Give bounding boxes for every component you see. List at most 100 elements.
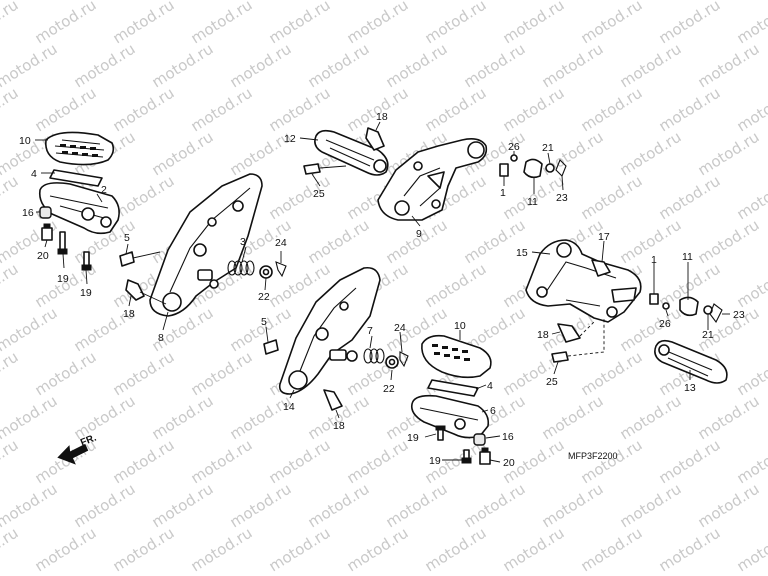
callout-18-right-lower: 18 [333, 420, 345, 432]
watermark-text: motod.ru [422, 260, 490, 312]
callout-23-top: 23 [556, 192, 568, 204]
watermark-text: motod.ru [0, 260, 21, 312]
watermark-text: motod.ru [383, 216, 451, 268]
watermark-text: motod.ru [383, 40, 451, 92]
callout-numbers: 10 4 2 16 20 19 19 5 3 24 22 18 8 12 18 … [19, 111, 745, 469]
footpeg-body-right [410, 394, 490, 439]
callout-5-right: 5 [261, 316, 267, 328]
watermark-text: motod.ru [500, 524, 568, 576]
watermark-text: motod.ru [617, 40, 685, 92]
passenger-footpeg-right [654, 339, 728, 384]
watermark-text: motod.ru [188, 0, 256, 47]
rubber-stop-left [39, 206, 52, 219]
watermark-text: motod.ru [0, 40, 60, 92]
step-holder-right [278, 266, 381, 395]
watermark-text: motod.ru [695, 40, 763, 92]
passenger-step-holder-assembly-right [525, 239, 728, 384]
watermark-text: motod.ru [0, 348, 21, 400]
watermark-text: motod.ru [539, 480, 607, 532]
watermark-text: motod.ru [344, 0, 412, 47]
spring-left [227, 260, 255, 276]
watermark-text: motod.ru [734, 436, 768, 488]
footpeg-plate-right [427, 379, 479, 397]
callout-21-top: 21 [542, 142, 554, 154]
watermark-text: motod.ru [500, 84, 568, 136]
callout-5-left: 5 [124, 232, 130, 244]
watermark-text: motod.ru [695, 392, 763, 444]
passenger-bracket-right [525, 239, 642, 323]
callout-20-right: 20 [503, 457, 515, 469]
left-step-holder-assembly [119, 173, 287, 317]
callout-26-right: 26 [659, 318, 671, 330]
watermark-text: motod.ru [695, 480, 763, 532]
callout-24-left: 24 [275, 237, 287, 249]
watermark-text: motod.ru [578, 436, 646, 488]
watermark-text: motod.ru [734, 348, 768, 400]
spring-right [363, 348, 385, 364]
watermark-text: motod.ru [71, 40, 139, 92]
callout-20-left: 20 [37, 250, 49, 262]
callout-19-right-a: 19 [407, 432, 419, 444]
callout-8: 8 [158, 332, 164, 344]
watermark-text: motod.ru [539, 40, 607, 92]
watermark-text: motod.ru [578, 172, 646, 224]
watermark-text: motod.ru [656, 436, 724, 488]
watermark-text: motod.ru [578, 524, 646, 576]
watermark-text: motod.ru [461, 216, 529, 268]
watermark-text: motod.ru [188, 524, 256, 576]
leader-lines [35, 121, 730, 463]
callout-6: 6 [490, 405, 496, 417]
callout-2: 2 [101, 184, 107, 196]
watermark-text: motod.ru [617, 480, 685, 532]
callout-18-left: 18 [123, 308, 135, 320]
watermark-text: motod.ru [32, 348, 100, 400]
watermark-text: motod.ru [305, 216, 373, 268]
watermark-text: motod.ru [578, 348, 646, 400]
watermark-text: motod.ru [110, 524, 178, 576]
watermark-text: motod.ru [695, 128, 763, 180]
watermark-text: motod.ru [149, 392, 217, 444]
watermark-text: motod.ru [0, 172, 21, 224]
callout-24-right: 24 [394, 322, 406, 334]
watermark-text: motod.ru [227, 480, 295, 532]
callout-26-top: 26 [508, 141, 520, 153]
watermark-text: motod.ru [266, 84, 334, 136]
watermark-text: motod.ru [227, 304, 295, 356]
watermark-text: motod.ru [422, 84, 490, 136]
watermark-text: motod.ru [0, 392, 60, 444]
callout-19-left-b: 19 [80, 287, 92, 299]
watermark-text: motod.ru [734, 524, 768, 576]
watermark-text: motod.ru [32, 524, 100, 576]
watermark-text: motod.ru [734, 84, 768, 136]
watermark-text: motod.ru [734, 260, 768, 312]
callout-22-left: 22 [258, 291, 270, 303]
watermark-text: motod.ru [227, 392, 295, 444]
watermark-text: motod.ru [0, 84, 21, 136]
watermark-text: motod.ru [32, 0, 100, 47]
callout-1-right: 1 [651, 254, 657, 266]
watermark-text: motod.ru [149, 480, 217, 532]
watermark-text: motod.ru [734, 172, 768, 224]
passenger-footpeg-top [314, 129, 389, 176]
callout-7: 7 [367, 325, 373, 337]
watermark-text: motod.ru [0, 480, 60, 532]
callout-10-right: 10 [454, 320, 466, 332]
callout-19-right-b: 19 [429, 455, 441, 467]
watermark-text: motod.ru [149, 128, 217, 180]
watermark-text: motod.ru [71, 392, 139, 444]
callout-25-right: 25 [546, 376, 558, 388]
watermark-text: motod.ru [188, 84, 256, 136]
watermark-text: motod.ru [188, 348, 256, 400]
watermark-text: motod.ru [617, 392, 685, 444]
callout-11-top: 11 [527, 196, 538, 208]
watermark-text: motod.ru [0, 216, 60, 268]
callout-13: 13 [684, 382, 696, 394]
watermark-text: motod.ru [578, 84, 646, 136]
watermark-text: motod.ru [656, 172, 724, 224]
callout-22-right: 22 [383, 383, 395, 395]
callout-11-right: 11 [682, 251, 693, 263]
watermark-text: motod.ru [188, 436, 256, 488]
watermark-text: motod.ru [500, 0, 568, 47]
watermark-text: motod.ru [305, 40, 373, 92]
